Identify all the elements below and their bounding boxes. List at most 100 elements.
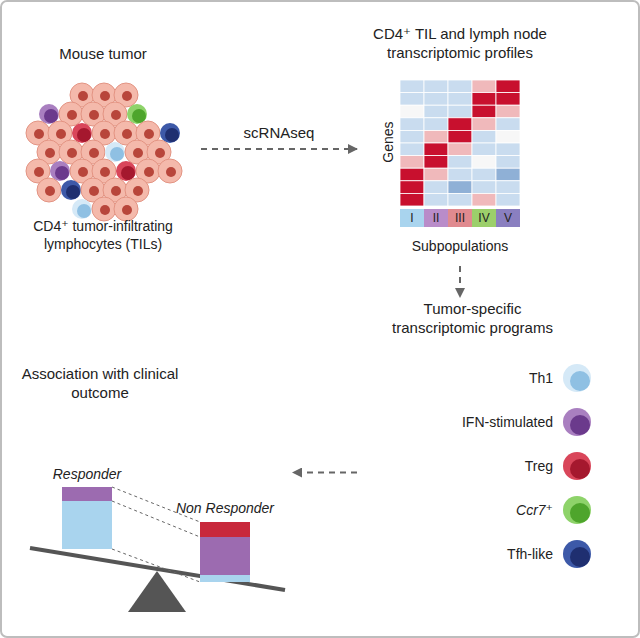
program-name: Th1 [529,370,553,387]
heatmap-cell [496,193,520,206]
lymphocyte [116,161,136,181]
lymphocyte-core [132,109,146,123]
heatmap-cell [448,118,472,131]
heatmap-cell [472,156,496,169]
panel-title: Association with clinical outcome [10,365,190,403]
panel-title: Tumor-specific transcriptomic programs [382,300,564,338]
heatmap-cell [424,93,448,106]
heatmap-cell [496,156,520,169]
heatmap-cell [424,156,448,169]
panel-title: Mouse tumor [13,45,193,64]
nonresponder-seg-th1 [200,575,250,582]
tumor-illustration [26,83,182,221]
bar-iii [448,209,472,227]
tumor-nucleus [133,148,143,158]
bar-i [400,209,424,227]
program-cells [563,364,591,568]
heatmap-cell [472,93,496,106]
heatmap-cell [424,118,448,131]
bar-ii [424,209,448,227]
heatmap-cell [400,130,424,143]
lymphocyte-core [55,166,69,180]
lymphocyte [127,104,147,124]
fulcrum [128,571,186,612]
heatmap-cell [496,80,520,93]
tumor-cell [92,197,116,221]
tumor-nucleus [100,205,110,215]
tumor-nucleus [89,186,99,196]
axis-label: Subpopulations [412,238,509,255]
heatmap-cell [400,156,424,169]
heatmap-cell [472,193,496,206]
lymphocyte [72,123,92,143]
cluster-number: IV [478,211,489,225]
cluster-number: II [433,211,440,225]
lymphocyte-core [77,204,91,218]
outcome-panel: Association with clinical outcome [10,365,290,630]
cell-tfh [563,540,591,568]
heatmap-cell [448,93,472,106]
heatmap-cell [472,130,496,143]
heatmap-cell [448,193,472,206]
tumor-nucleus [122,129,132,139]
heatmap-cell [448,105,472,118]
tumor-nucleus [133,186,143,196]
responder-seg-th1 [62,501,112,549]
heatmap-cell [400,181,424,194]
program-name: Treg [525,458,553,475]
dashed-arrow [293,472,357,474]
lymphocyte [50,161,70,181]
cell-th1-core [570,371,590,391]
tumor-nucleus [34,167,44,177]
tumor-nucleus [34,129,44,139]
tumor-panel: Mouse tumorCD4⁺ tumor-infiltrating lymph… [8,45,198,253]
lymphocyte-core [165,128,179,142]
heatmap-cell [472,118,496,131]
tumor-nucleus [122,91,132,101]
tumor-cell [158,159,182,183]
cell-ifn [563,408,591,436]
panel-title: CD4⁺ TIL and lymph node transcriptomic p… [360,25,560,63]
heatmap-cell [400,118,424,131]
tumor-nucleus [78,167,88,177]
lymphocyte-core [66,185,80,199]
tumor-nucleus [67,110,77,120]
tumor-nucleus [45,186,55,196]
heatmap [400,80,520,206]
cell-th1 [563,364,591,392]
tumor-nucleus [100,167,110,177]
heatmap-cell [448,80,472,93]
tumor-nucleus [144,129,154,139]
program-panel: Tumor-specific transcriptomic programs [360,300,585,580]
tumor-nucleus [122,205,132,215]
heatmap-cell [424,105,448,118]
tumor-nucleus [89,148,99,158]
heatmap-cell [400,80,424,93]
heatmap-cell [496,181,520,194]
cell-ccr7-core [570,503,590,523]
bar-v [496,209,520,227]
tumor-cell [114,197,138,221]
nonresponder-seg-treg [200,522,250,537]
cell-treg [563,452,591,480]
seesaw [30,487,285,612]
heatmap-cell [424,143,448,156]
edge-label: scRNAseq [241,124,318,141]
tumor-nucleus [111,186,121,196]
heatmap-cell [400,143,424,156]
heatmap-cell [400,93,424,106]
cell-tfh-core [570,547,590,567]
tumor-nucleus [155,148,165,158]
cluster-number: I [410,211,413,225]
heatmap-cell [496,93,520,106]
nonresponder-seg-ifn [200,537,250,575]
tumor-nucleus [166,167,176,177]
heatmap-cell [424,168,448,181]
lymphocyte-core [121,166,135,180]
lymphocyte-core [44,109,58,123]
tumor-nucleus [78,91,88,101]
lymphocyte [61,180,81,200]
heatmap-cell [448,143,472,156]
